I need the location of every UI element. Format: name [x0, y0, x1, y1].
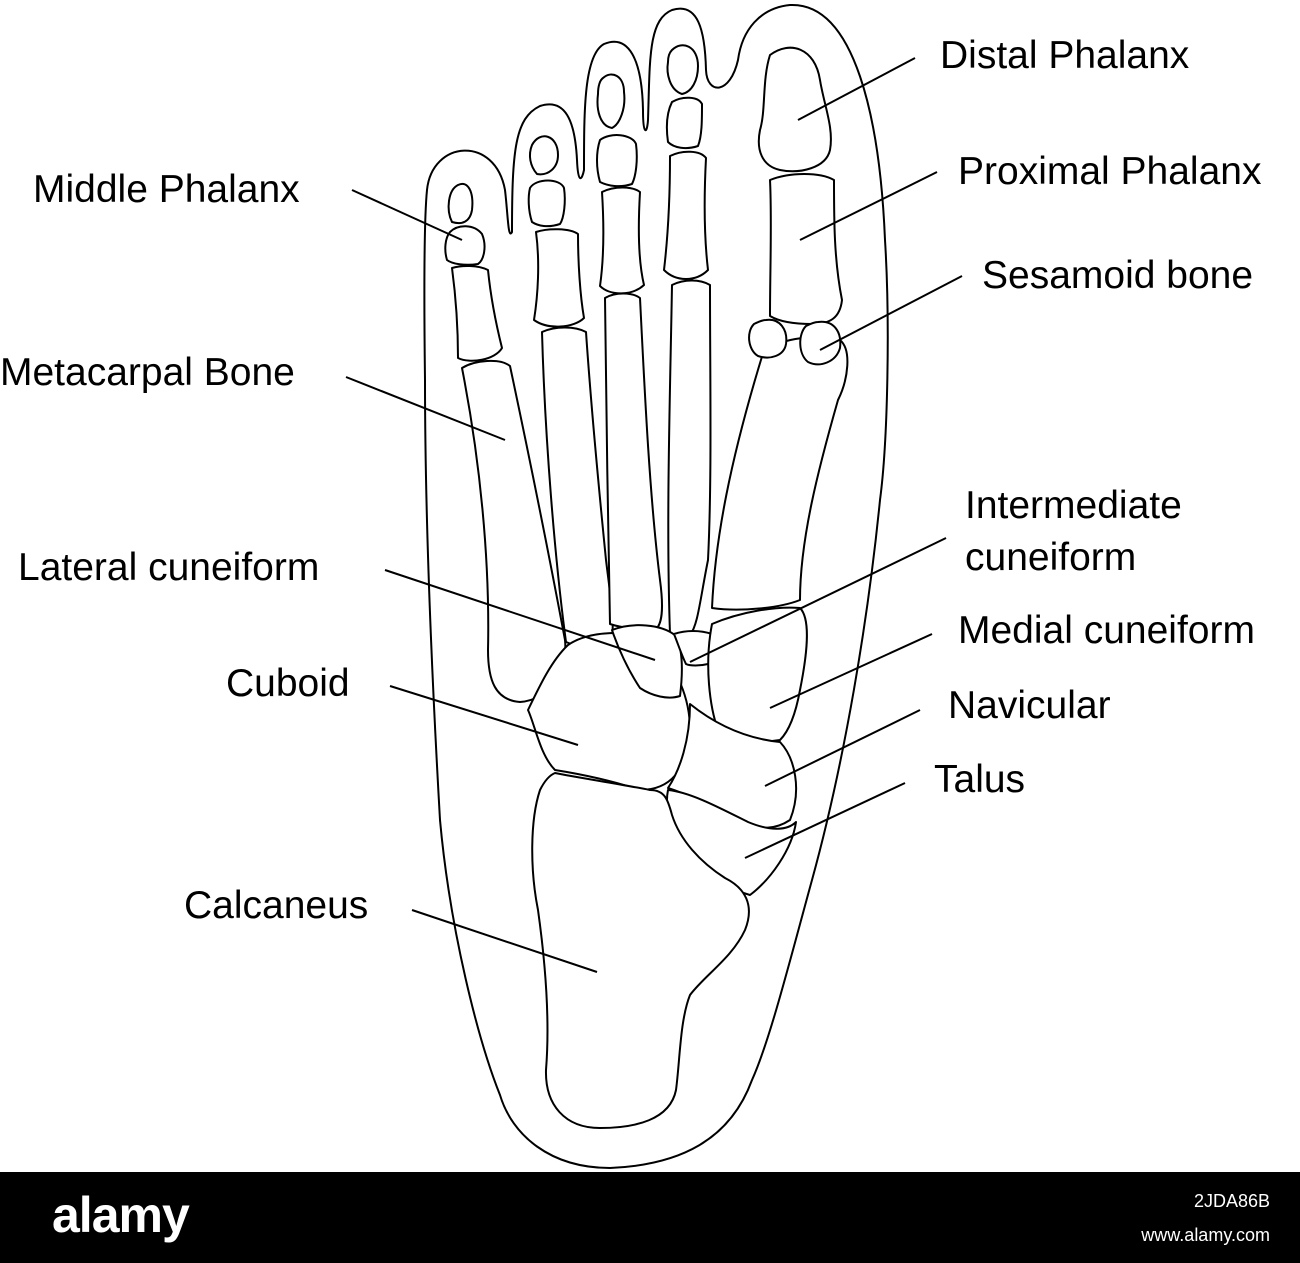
toe3-distal-phalanx — [596, 73, 626, 129]
label-talus: Talus — [934, 758, 1025, 801]
image-id: 2JDA86B — [1193, 1191, 1270, 1211]
toe5-proximal-phalanx — [451, 264, 503, 362]
leader-metacarpal-bone — [345, 376, 506, 441]
medial-cuneiform-bone — [707, 606, 808, 743]
toe4-metatarsal — [541, 326, 614, 651]
toe4-distal-phalanx — [528, 135, 559, 176]
leader-medial-cuneiform — [769, 633, 933, 709]
image-caption: 2JDA86B www.alamy.com — [1141, 1184, 1270, 1252]
label-intermediate-cuneiform-line1: Intermediate — [965, 484, 1182, 527]
toe2-middle-phalanx — [665, 96, 703, 150]
toe1-distal-phalanx — [757, 46, 832, 173]
toe3-middle-phalanx — [596, 134, 638, 188]
label-metacarpal-bone: Metacarpal Bone — [0, 351, 295, 394]
toe4-middle-phalanx — [527, 179, 566, 228]
toe1-proximal-phalanx — [769, 173, 843, 325]
toe4-proximal-phalanx — [533, 228, 585, 328]
label-cuboid: Cuboid — [226, 662, 350, 705]
label-sesamoid-bone: Sesamoid bone — [982, 254, 1253, 297]
toe2-distal-phalanx — [666, 44, 699, 95]
leader-intermediate-cuneiform — [689, 537, 947, 663]
label-intermediate-cuneiform-line2: cuneiform — [965, 536, 1136, 579]
leader-talus — [744, 782, 906, 859]
label-proximal-phalanx: Proximal Phalanx — [958, 150, 1262, 193]
foot-bone-diagram: Distal Phalanx Proximal Phalanx Sesamoid… — [0, 3, 1262, 1169]
toe5-middle-phalanx — [444, 225, 486, 266]
watermark-footer: alamy 2JDA86B www.alamy.com — [0, 1172, 1300, 1263]
leader-calcaneus — [411, 909, 598, 973]
sesamoid-bone-right — [799, 320, 842, 366]
toe2-proximal-phalanx — [663, 150, 709, 280]
leader-lateral-cuneiform — [384, 569, 656, 661]
leader-distal-phalanx — [797, 57, 916, 121]
lateral-cuneiform-bone — [611, 624, 683, 699]
leader-middle-phalanx — [351, 189, 463, 241]
leader-cuboid — [389, 685, 579, 746]
label-calcaneus: Calcaneus — [184, 884, 368, 927]
label-medial-cuneiform: Medial cuneiform — [958, 609, 1255, 652]
toe2-metatarsal — [667, 279, 712, 637]
toe5-distal-phalanx — [447, 182, 474, 225]
leader-navicular — [764, 709, 921, 787]
label-navicular: Navicular — [948, 684, 1111, 727]
label-middle-phalanx: Middle Phalanx — [33, 168, 300, 211]
site-url: www.alamy.com — [1141, 1225, 1270, 1245]
leader-proximal-phalanx — [799, 171, 938, 241]
sesamoid-bone-left — [748, 318, 788, 359]
alamy-logo: alamy — [52, 1187, 190, 1243]
label-lateral-cuneiform: Lateral cuneiform — [18, 546, 319, 589]
navicular-bone — [667, 703, 797, 829]
toe3-metatarsal — [604, 292, 664, 631]
leader-sesamoid-bone — [819, 275, 963, 351]
toe3-proximal-phalanx — [599, 186, 645, 295]
label-distal-phalanx: Distal Phalanx — [940, 34, 1190, 77]
calcaneus-bone — [531, 772, 750, 1129]
